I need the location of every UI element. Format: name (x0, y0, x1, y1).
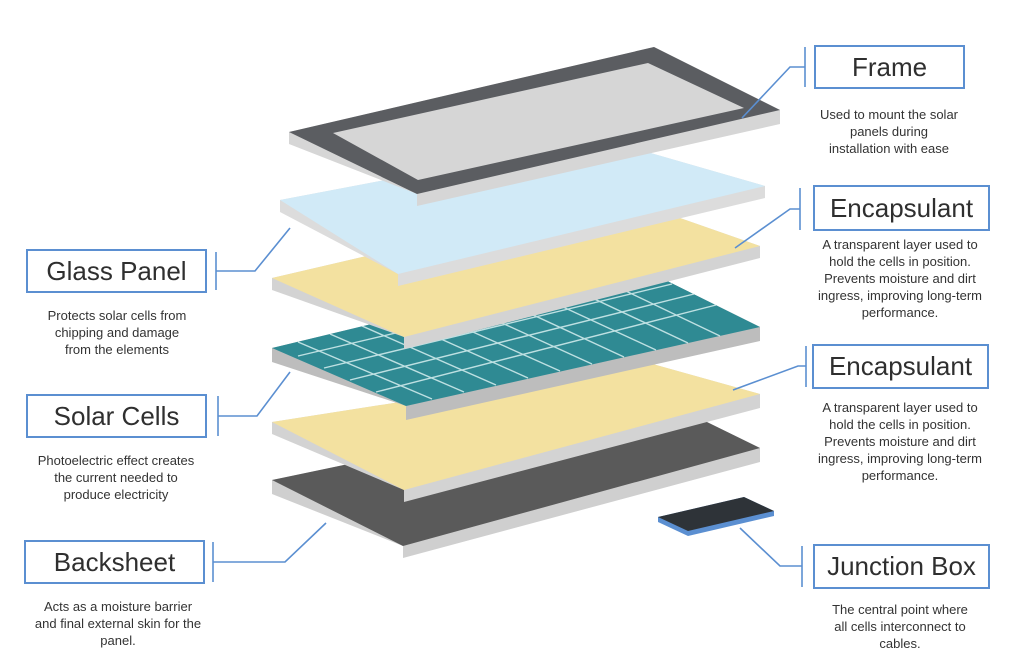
backsheet-desc-line: Acts as a moisture barrier (43, 599, 193, 614)
encapsulant-bottom-desc-line: performance. (861, 468, 939, 483)
solar-cells-label: Solar Cells (26, 394, 207, 438)
encapsulant-top-callout-line (734, 208, 800, 249)
junction-box-description: The central point where all cells interc… (792, 601, 1008, 652)
encapsulant-top-desc-line: ingress, improving long-term (817, 288, 982, 303)
solar-cells-desc-line: the current needed to (54, 470, 178, 485)
backsheet-desc-line: panel. (100, 633, 136, 648)
junction-box-desc-line: The central point where (832, 602, 968, 617)
solar-cells-description: Photoelectric effect creates the current… (10, 452, 222, 503)
frame-description: Used to mount the solar panels during in… (784, 106, 994, 157)
solar-cells-desc-line: Photoelectric effect creates (37, 453, 195, 468)
glass-panel-desc-line: Protects solar cells from (47, 308, 187, 323)
glass-panel-callout-line (216, 227, 291, 272)
backsheet-desc-line: and final external skin for the (34, 616, 202, 631)
glass-panel-layer (280, 139, 765, 286)
encapsulant-top-desc-line: hold the cells in position. (829, 254, 971, 269)
junction-box-shape (658, 497, 774, 536)
encapsulant-top-label: Encapsulant (813, 185, 990, 231)
encapsulant-bottom-callout-line (732, 365, 806, 391)
callout-lines (212, 47, 807, 587)
junction-box-callout-line (739, 527, 802, 567)
encapsulant-bottom-desc-line: Prevents moisture and dirt (824, 434, 976, 449)
frame-desc-line: panels during (849, 124, 929, 139)
solar-cells-callout-line (218, 371, 291, 417)
encapsulant-bottom-layer (272, 363, 760, 502)
encapsulant-top-desc-line: performance. (861, 305, 939, 320)
encapsulant-bottom-description: A transparent layer used to hold the cel… (790, 399, 1010, 484)
junction-box-label: Junction Box (813, 544, 990, 589)
frame-desc-line: Used to mount the solar (819, 107, 959, 122)
junction-box-desc-line: cables. (879, 636, 921, 651)
backsheet-description: Acts as a moisture barrier and final ext… (8, 598, 228, 649)
encapsulant-top-desc-line: Prevents moisture and dirt (824, 271, 976, 286)
encapsulant-top-description: A transparent layer used to hold the cel… (790, 236, 1010, 321)
encapsulant-bottom-label: Encapsulant (812, 344, 989, 389)
frame-callout-line (741, 66, 805, 119)
encapsulant-bottom-desc-line: A transparent layer used to (822, 400, 978, 415)
glass-panel-desc-line: chipping and damage (54, 325, 180, 340)
glass-panel-description: Protects solar cells from chipping and d… (12, 307, 222, 358)
frame-layer (289, 47, 780, 206)
backsheet-label: Backsheet (24, 540, 205, 584)
solar-cells-desc-line: produce electricity (63, 487, 169, 502)
glass-panel-label: Glass Panel (26, 249, 207, 293)
frame-desc-line: installation with ease (829, 141, 949, 156)
encapsulant-bottom-desc-line: ingress, improving long-term (817, 451, 982, 466)
glass-panel-desc-line: from the elements (64, 342, 170, 357)
encapsulant-top-desc-line: A transparent layer used to (822, 237, 978, 252)
encapsulant-top-layer (272, 197, 760, 349)
frame-label: Frame (814, 45, 965, 89)
junction-box-desc-line: all cells interconnect to (834, 619, 966, 634)
encapsulant-bottom-desc-line: hold the cells in position. (829, 417, 971, 432)
backsheet-callout-line (213, 522, 327, 563)
